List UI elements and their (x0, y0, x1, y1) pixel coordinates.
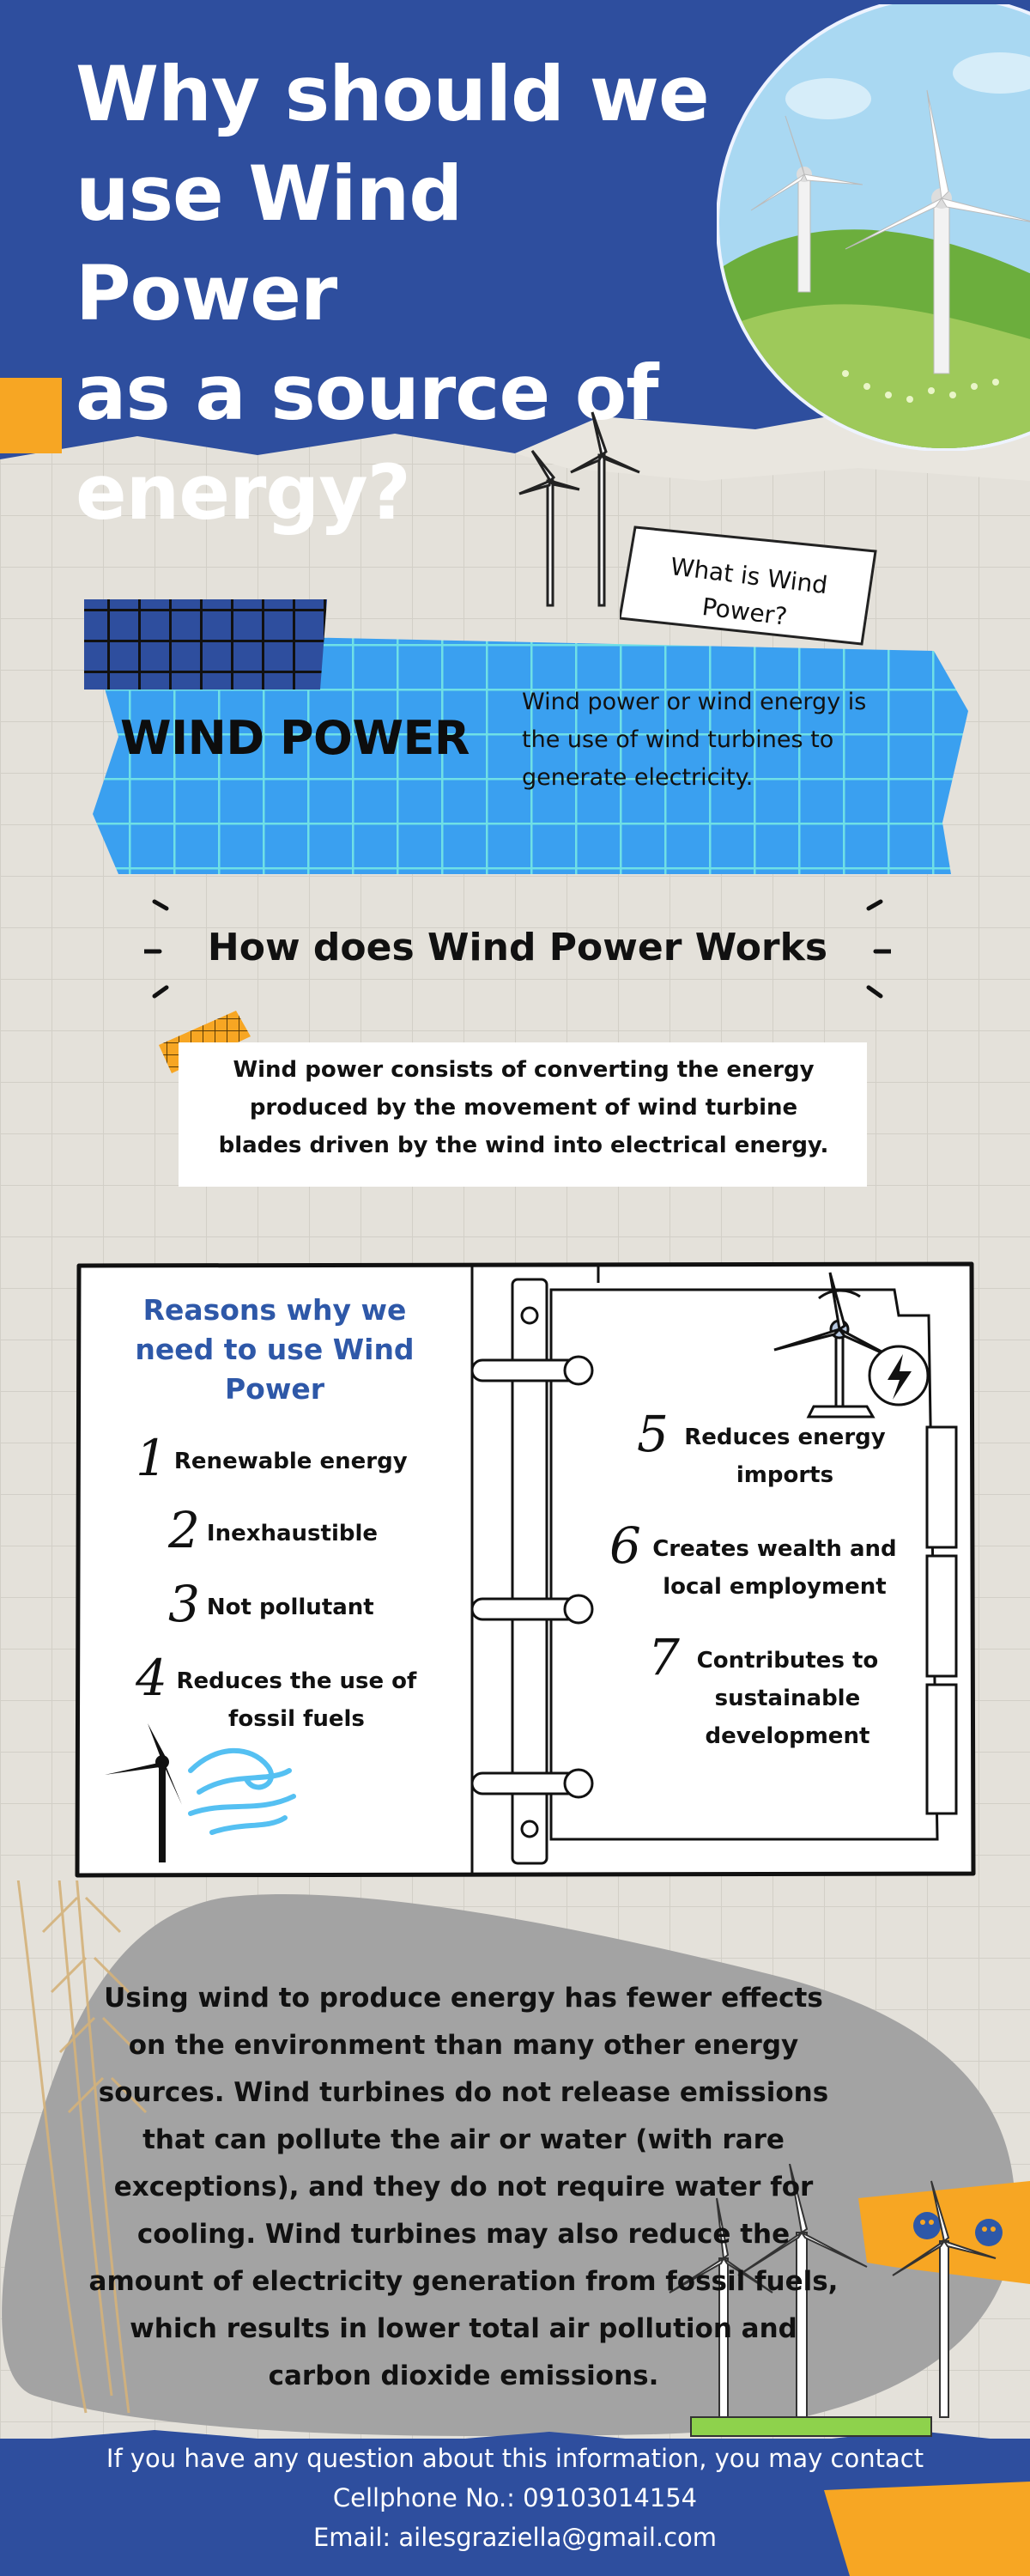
reason-number: 6 (609, 1516, 641, 1575)
reason-text: Not pollutant (206, 1595, 374, 1620)
wind-turbine-icon (845, 89, 1030, 374)
smiley-icon (913, 2212, 1003, 2246)
reason-item: 4 Reduces the use of fossil fuels (136, 1652, 419, 1738)
reason-text: Inexhaustible (206, 1521, 379, 1546)
footer-background (0, 2439, 1030, 2576)
heading-accent-marks (144, 899, 891, 999)
how-description: Wind power consists of converting the en… (218, 1057, 829, 1158)
cellphone-line: Cellphone No.: 09103014154 (332, 2483, 698, 2512)
reason-item: 5 Reduces energy imports (637, 1408, 894, 1494)
wind-turbine-icon (518, 411, 640, 607)
reason-number: 1 (136, 1429, 167, 1487)
reason-item: 3 Not pollutant (168, 1578, 374, 1630)
summary-text: Using wind to produce energy has fewer e… (88, 1983, 839, 2391)
reason-text: Reduces energy imports (684, 1425, 886, 1488)
wind-power-heading: WIND POWER (120, 711, 470, 765)
reasons-notebook (75, 1261, 976, 1878)
title-line: use Wind Power (76, 149, 463, 337)
contact-line: If you have any question about this info… (106, 2444, 924, 2473)
reason-number: 3 (168, 1575, 200, 1633)
wind-farm-illustration (717, 4, 1030, 451)
blue-tape-banner (84, 599, 968, 874)
reason-item: 7 Contributes to sustainable development (648, 1631, 888, 1755)
reason-text: Contributes to sustainable development (696, 1648, 879, 1749)
wind-farm-illustration (669, 2164, 1030, 2437)
page-title: Why should we use Wind Power as a source… (76, 45, 728, 543)
dried-grass-decoration (16, 1880, 148, 2414)
wind-turbine-icon (105, 1723, 182, 1862)
wind-power-definition: Wind power or wind energy is the use of … (522, 689, 867, 791)
reason-number: 2 (168, 1501, 200, 1559)
reason-number: 7 (648, 1628, 680, 1686)
reason-text: Reduces the use of fossil fuels (176, 1668, 417, 1732)
how-text-box (179, 1042, 867, 1187)
title-line: Why should we (76, 50, 710, 138)
reason-number: 5 (637, 1405, 669, 1463)
reason-item: 2 Inexhaustible (168, 1504, 378, 1556)
wind-wave-icon (188, 1747, 296, 1835)
email-line: Email: ailesgraziella@gmail.com (312, 2523, 718, 2552)
title-line: energy? (76, 448, 411, 537)
how-heading: How does Wind Power Works (207, 926, 828, 969)
lightning-icon (868, 1345, 930, 1406)
reason-item: 6 Creates wealth and local employment (609, 1520, 901, 1606)
footer-contact: If you have any question about this info… (0, 2439, 1030, 2557)
wind-turbine-icon (750, 115, 863, 293)
orange-tab (0, 378, 62, 453)
reasons-title: Reasons why we need to use Wind Power (135, 1293, 415, 1406)
reason-number: 4 (136, 1649, 167, 1707)
title-line: as a source of (76, 349, 659, 437)
reason-text: Creates wealth and local employment (652, 1536, 897, 1600)
reason-item: 1 Renewable energy (136, 1432, 408, 1484)
reason-text: Renewable energy (173, 1449, 408, 1474)
note-card (620, 526, 877, 646)
